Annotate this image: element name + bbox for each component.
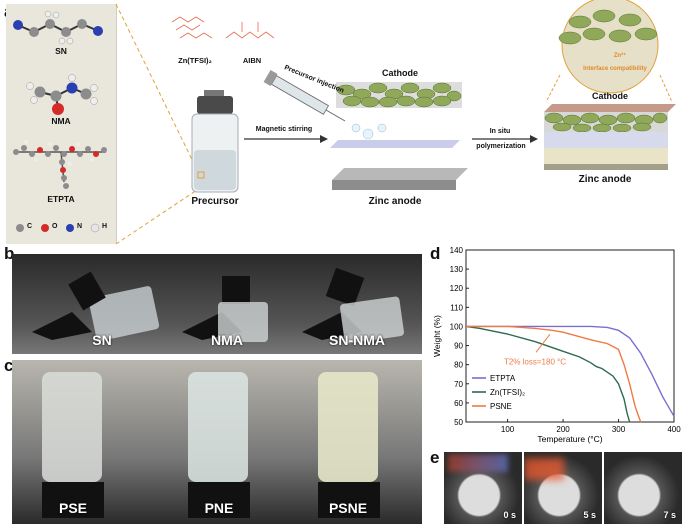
precursor-vial — [191, 90, 239, 193]
hydrogen-dot — [90, 223, 100, 233]
y-tick-label: 120 — [450, 284, 464, 293]
syringe — [263, 69, 346, 122]
photo-e: 0 s 5 s 7 s — [444, 452, 682, 524]
nma-molecule — [26, 74, 98, 115]
final-cell — [544, 0, 676, 170]
aibn-structure — [225, 22, 275, 39]
aibn-label: AIBN — [242, 56, 262, 65]
annotation-arrow — [535, 333, 551, 353]
flame-frame-5: 5 s — [524, 452, 602, 524]
caption-psne: PSNE — [328, 500, 368, 516]
caption-pse: PSE — [58, 500, 87, 516]
plot-frame — [465, 249, 675, 423]
caption-nma: NMA — [211, 332, 243, 348]
cathode-label: Cathode — [382, 68, 418, 78]
carbon-dot — [16, 224, 24, 232]
y-tick-label: 50 — [454, 418, 463, 427]
y-axis-label: Weight (%) — [432, 315, 442, 357]
photo-b: SN NMA SN-NMA — [12, 254, 422, 354]
panel-letter-b: b — [4, 244, 15, 263]
time-0s: 0 s — [503, 510, 516, 520]
zn-ion-label: Zn²⁺ — [613, 53, 627, 59]
sn-label: SN — [55, 46, 67, 56]
panel-letter-d: d — [430, 244, 441, 263]
zinc-anode-label: Zinc anode — [368, 196, 422, 207]
cathode-1 — [336, 82, 462, 108]
x-tick-label: 200 — [556, 425, 570, 434]
x-tick-label: 300 — [612, 425, 626, 434]
zn-tfsi-structure — [171, 16, 213, 39]
legend-label-1: Zn(TFSI)₂ — [490, 388, 525, 397]
y-tick-label: 80 — [454, 361, 463, 370]
in-situ-label: In situ — [489, 128, 511, 135]
legend-label-2: PSNE — [490, 402, 512, 411]
y-tick-label: 100 — [450, 322, 464, 331]
magnetic-stirring-label: Magnetic stirring — [255, 126, 313, 133]
interface-label: Interface compatibility — [583, 66, 647, 72]
cathode-label-2: Cathode — [592, 91, 628, 101]
legend-n: N — [77, 223, 83, 230]
nitrogen-dot — [66, 224, 74, 232]
y-tick-label: 130 — [450, 265, 464, 274]
nma-label: NMA — [51, 116, 71, 126]
salt-label: Zn(TFSI)₂ — [178, 56, 212, 65]
flame-frame-0: 0 s — [444, 452, 522, 524]
y-tick-label: 90 — [454, 342, 463, 351]
etpta-label: ETPTA — [47, 194, 75, 204]
photo-b-art — [32, 267, 404, 344]
series-line-1 — [465, 325, 631, 423]
flame-frame-7: 7 s — [604, 452, 682, 524]
caption-pne: PNE — [204, 500, 234, 516]
y-tick-label: 140 — [450, 246, 464, 255]
series-line-0 — [466, 325, 675, 417]
panel-letter-c: c — [4, 356, 14, 375]
etpta-molecule — [13, 140, 107, 189]
photo-c: PSE PNE PSNE — [12, 360, 422, 524]
y-tick-label: 70 — [454, 380, 463, 389]
time-7s: 7 s — [663, 510, 676, 520]
sn-molecule — [13, 10, 103, 45]
legend-h: H — [102, 223, 108, 230]
annotation-label: T2% loss=180 °C — [504, 357, 566, 366]
series-line-2 — [466, 325, 642, 423]
zinc-anode-label-2: Zinc anode — [578, 174, 632, 185]
x-axis-label: Temperature (°C) — [537, 434, 602, 444]
oxygen-dot — [41, 224, 49, 232]
molecule-box: SN NMA ETPTA C O N H — [6, 4, 117, 244]
tga-chart: 100 200 300 400 50 60 70 80 90 100 110 120 130 140Tem… — [432, 246, 681, 444]
x-tick-label: 100 — [501, 425, 515, 434]
caption-sn-nma: SN-NMA — [329, 332, 385, 348]
panel-a-graphics — [115, 0, 676, 245]
molecule-structures — [13, 10, 107, 233]
zinc-anode-1 — [332, 168, 468, 190]
legend-label-0: ETPTA — [490, 374, 516, 383]
precursor-label: Precursor — [191, 196, 239, 207]
y-tick-label: 110 — [450, 303, 463, 312]
panel-letter-e: e — [430, 448, 440, 467]
legend-o: O — [52, 223, 58, 230]
time-5s: 5 s — [583, 510, 596, 520]
polymerization-label: polymerization — [476, 143, 526, 150]
photo-c-art — [42, 372, 380, 518]
legend-c: C — [27, 223, 33, 230]
caption-sn: SN — [92, 332, 112, 348]
x-tick-label: 400 — [667, 425, 681, 434]
y-tick-label: 60 — [454, 399, 463, 408]
